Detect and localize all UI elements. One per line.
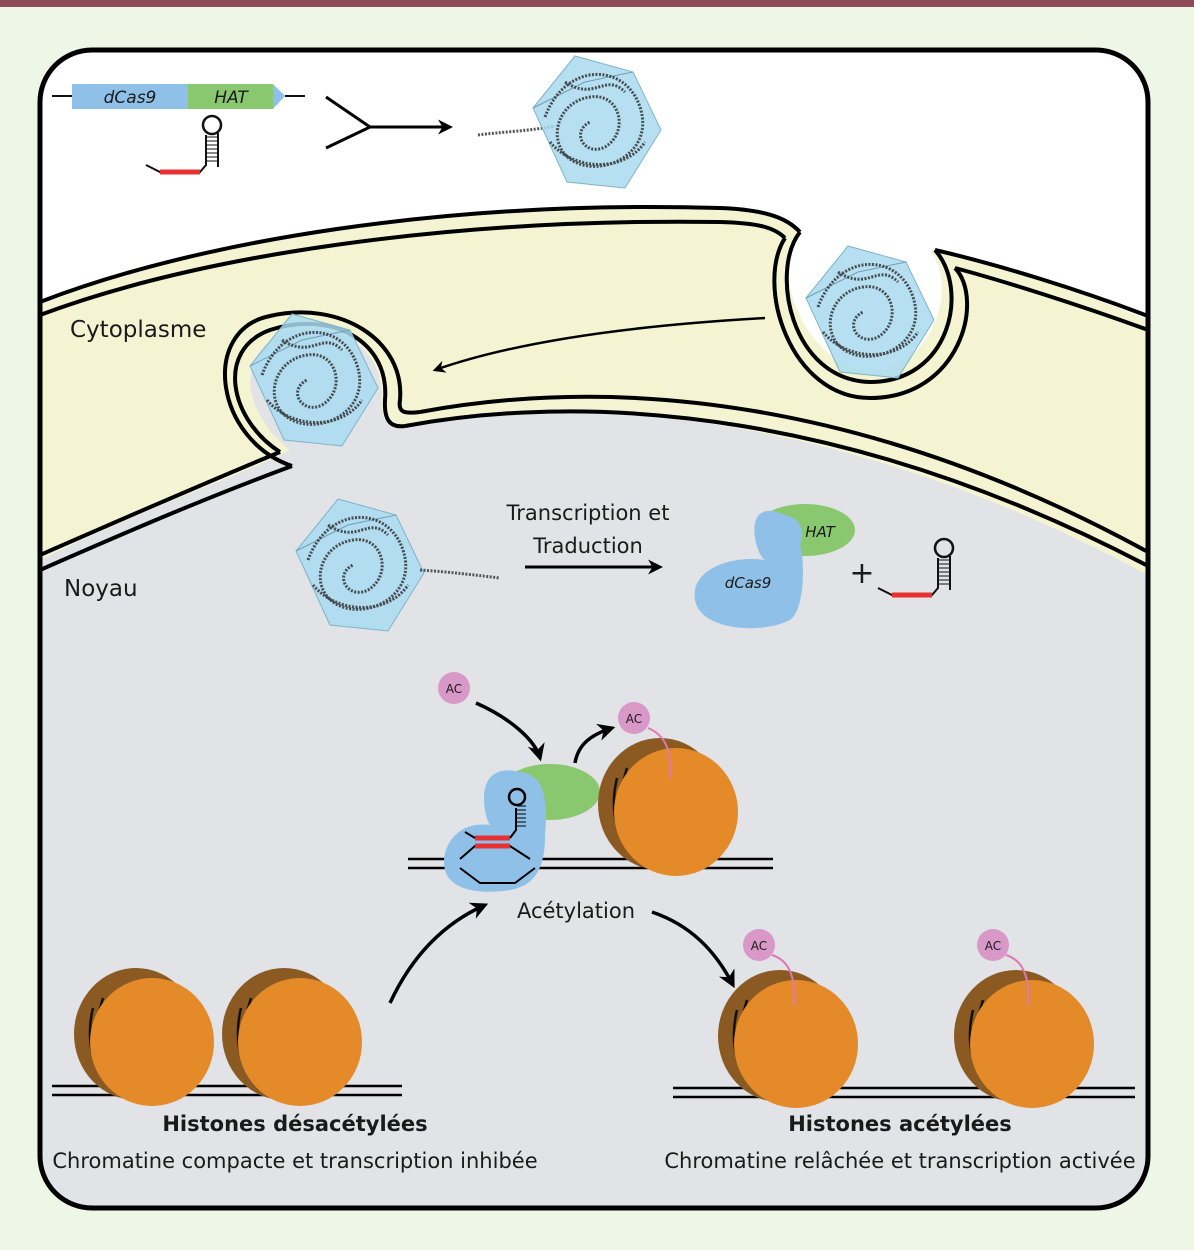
deacetylated-subtitle: Chromatine compacte et transcription inh…: [52, 1149, 537, 1173]
dcas9-hat-protein: HAT dCas9: [694, 504, 855, 629]
svg-text:AC: AC: [985, 939, 1001, 953]
packaging-arrow: [325, 95, 453, 150]
acetylated-subtitle: Chromatine relâchée et transcription act…: [664, 1149, 1135, 1173]
construct-dcas9-label: dCas9: [104, 88, 157, 108]
svg-text:AC: AC: [626, 712, 642, 726]
construct-hat-label: HAT: [214, 88, 249, 108]
acetylated-chromatin: AC AC: [673, 929, 1135, 1110]
transcription-label-line2: Traduction: [532, 534, 643, 558]
aav-particle-outside: [477, 54, 663, 190]
hat-gene-block: [188, 84, 273, 109]
deacetylated-chromatin: [52, 966, 402, 1108]
dcas9-gene-block: [72, 84, 188, 109]
cas9-hat-bound-complex: [444, 764, 600, 892]
acetyl-group-2: [977, 929, 1009, 961]
transcription-label-line1: Transcription et: [506, 501, 670, 525]
deacetylated-title: Histones désacétylées: [162, 1112, 427, 1136]
acetyl-group-incoming: AC: [438, 672, 470, 704]
nucleus-label: Noyau: [64, 576, 138, 602]
trafficking-arrow: [432, 316, 766, 373]
acetyl-input-arrow: [475, 701, 545, 762]
cell-boundary-frame: [37, 47, 1151, 1211]
cytoplasm-label: Cytoplasme: [70, 317, 206, 343]
protein-dcas9-label: dCas9: [725, 574, 772, 592]
gene-construct: dCas9 HAT: [52, 84, 305, 109]
svg-text:AC: AC: [751, 939, 767, 953]
aav-particle-nucleus: [294, 497, 501, 633]
dcas9-domain: [694, 510, 803, 629]
acetylation-label: Acétylation: [517, 899, 635, 923]
svg-text:AC: AC: [446, 682, 462, 696]
deacetylated-to-acetylation-arrow: [388, 902, 489, 1004]
top-color-bar: [0, 0, 1194, 7]
acetyl-transfer-arrow: [573, 723, 616, 764]
protein-hat-label: HAT: [805, 523, 836, 541]
plus-sign: +: [849, 556, 874, 591]
nucleosome-target: AC: [596, 702, 740, 878]
acetylation-to-acetylated-arrow: [651, 910, 735, 989]
acetylated-title: Histones acétylées: [788, 1112, 1012, 1136]
acetyl-group-1: [743, 929, 775, 961]
promoter-arrowhead: [273, 84, 285, 109]
